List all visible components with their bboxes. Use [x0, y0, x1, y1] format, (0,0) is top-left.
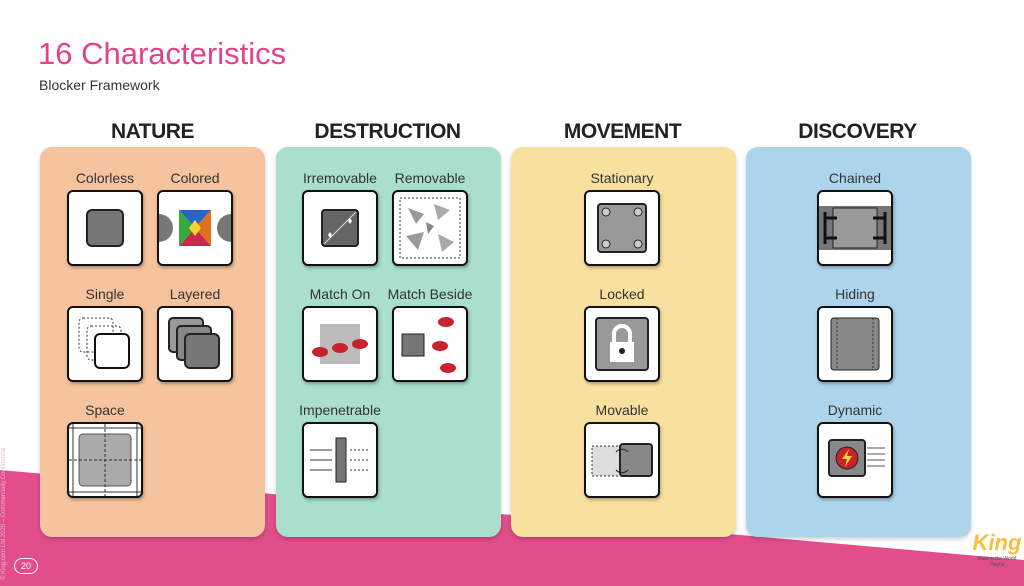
- item-hiding: Hiding: [810, 286, 900, 382]
- item-chained: Chained: [810, 170, 900, 266]
- item-locked: Locked: [577, 286, 667, 382]
- copyright-text: © King.com Ltd 2020 – Commercially Confi…: [1, 447, 7, 580]
- item-movable: Movable: [577, 402, 667, 498]
- item-impenetrable: Impenetrable: [295, 402, 385, 498]
- page-title: 16 Characteristics: [38, 36, 287, 71]
- item-single: Single: [60, 286, 150, 382]
- item-dynamic: Dynamic: [810, 402, 900, 498]
- heading-nature: NATURE: [111, 120, 194, 143]
- layered-icon: [157, 306, 233, 382]
- colored-icon: [157, 190, 233, 266]
- movable-icon: [584, 422, 660, 498]
- locked-icon: [584, 306, 660, 382]
- item-colored: Colored: [150, 170, 240, 266]
- item-match-beside: Match Beside: [385, 286, 475, 382]
- impenetrable-icon: [302, 422, 378, 498]
- colorless-icon: [67, 190, 143, 266]
- item-stationary: Stationary: [577, 170, 667, 266]
- king-logo-wordmark: King: [972, 530, 1022, 555]
- item-removable: Removable: [385, 170, 475, 266]
- heading-destruction: DESTRUCTION: [314, 120, 461, 143]
- page-number: 20: [14, 558, 38, 574]
- stationary-icon: [584, 190, 660, 266]
- chained-icon: [817, 190, 893, 266]
- item-layered: Layered: [150, 286, 240, 382]
- heading-movement: MOVEMENT: [563, 120, 682, 143]
- irremovable-icon: [302, 190, 378, 266]
- single-icon: [67, 306, 143, 382]
- heading-discovery: DISCOVERY: [798, 120, 917, 143]
- page-subtitle: Blocker Framework: [39, 77, 160, 93]
- item-match-on: Match On: [295, 286, 385, 382]
- removable-icon: [392, 190, 468, 266]
- item-irremovable: Irremovable: [295, 170, 385, 266]
- item-space: Space: [60, 402, 150, 498]
- hiding-icon: [817, 306, 893, 382]
- space-icon: [67, 422, 143, 498]
- king-logo-tagline: Making the World Playful: [977, 556, 1017, 568]
- match-beside-icon: [392, 306, 468, 382]
- match-on-icon: [302, 306, 378, 382]
- item-colorless: Colorless: [60, 170, 150, 266]
- dynamic-icon: [817, 422, 893, 498]
